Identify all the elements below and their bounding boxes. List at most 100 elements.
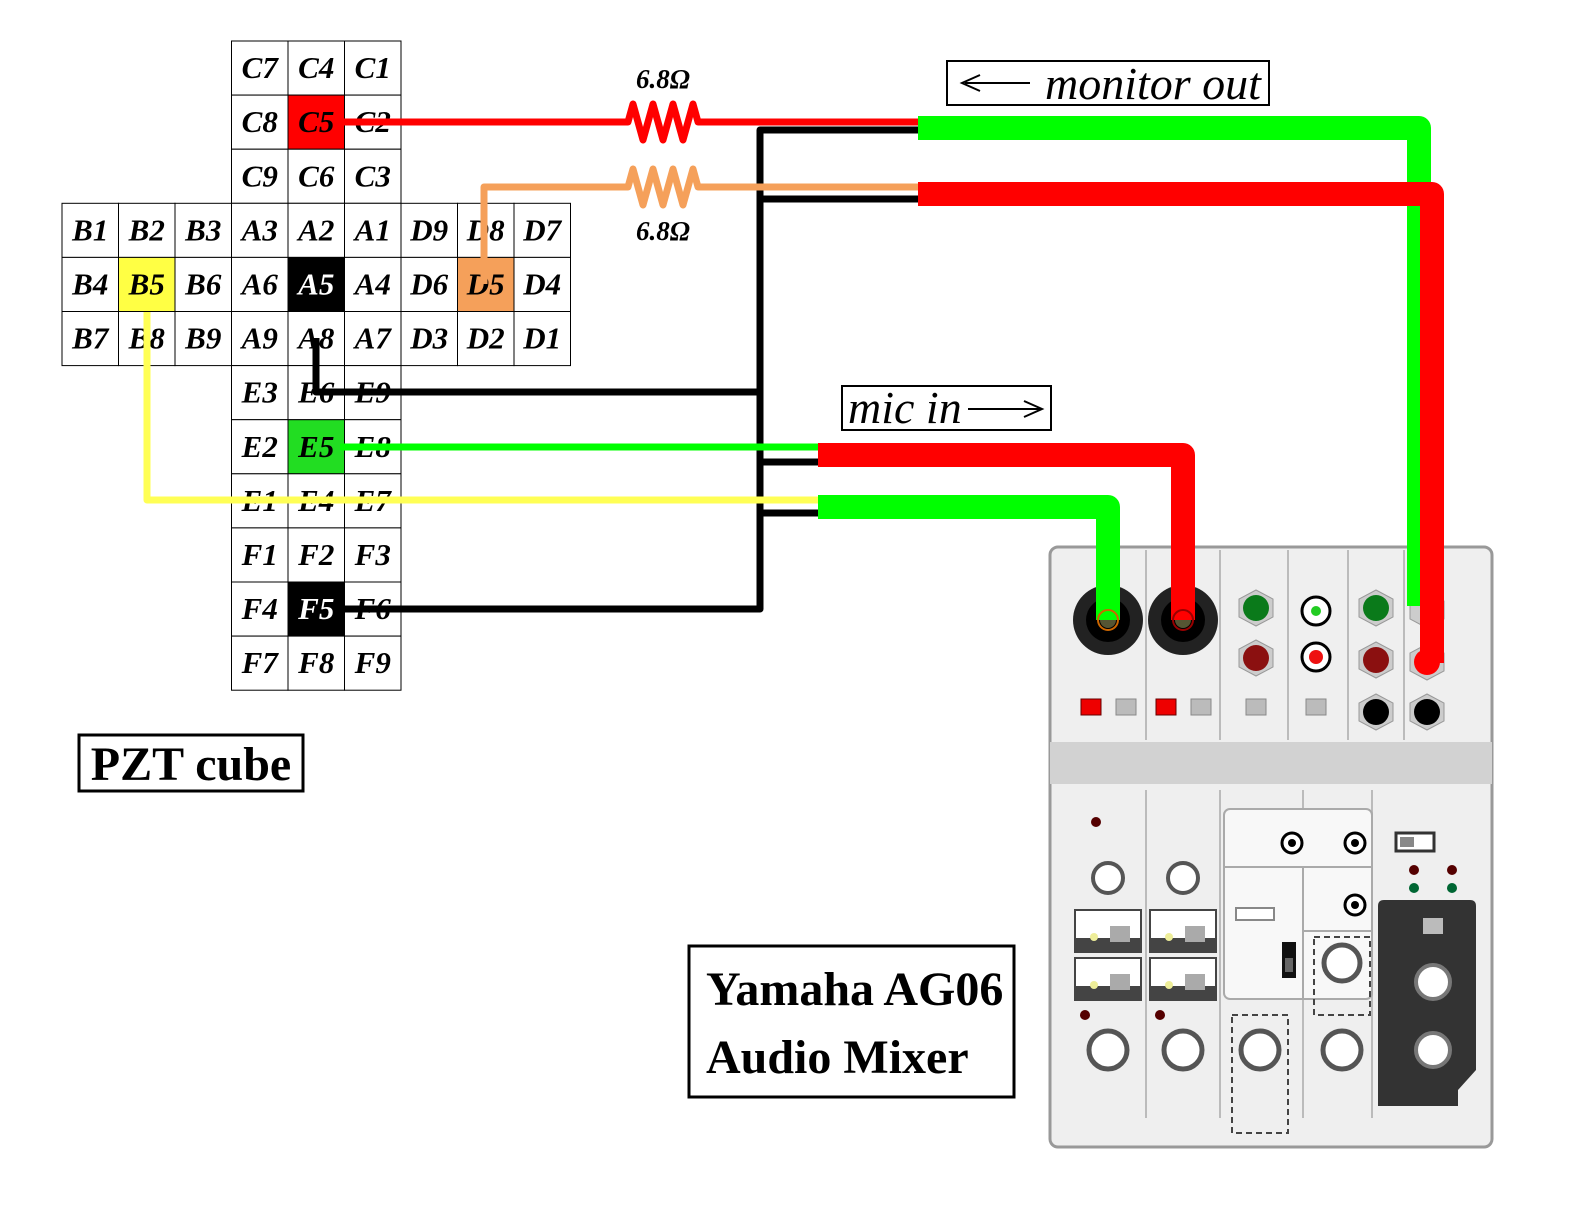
- mini-jack-red-icon: [1300, 641, 1332, 673]
- grid-cell-label: D4: [522, 266, 561, 301]
- switch-3[interactable]: [1245, 698, 1267, 716]
- fx-switch-block-2[interactable]: [1149, 909, 1217, 953]
- grid-cell-label: E3: [241, 375, 278, 410]
- grid-cell-label: F4: [241, 591, 278, 626]
- grid-cell-label: A5: [296, 266, 334, 301]
- grid-cell-label: A4: [353, 266, 391, 301]
- audio-mixer: [1048, 545, 1494, 1149]
- grid-cell-label: A9: [240, 321, 278, 356]
- arrow-left-icon: [959, 74, 981, 92]
- fx-switch-block-1[interactable]: [1074, 909, 1142, 953]
- grid-cell-e3: [231, 365, 289, 421]
- grid-cell-f8: [287, 635, 345, 691]
- grid-cell-label: B1: [71, 212, 108, 247]
- grid-cell-label: A3: [240, 212, 278, 247]
- grid-cell-label: B6: [184, 266, 222, 301]
- grid-cell-label: C4: [298, 50, 334, 85]
- switch-4[interactable]: [1305, 698, 1327, 716]
- mixer-label-line2: Audio Mixer: [706, 1031, 969, 1084]
- grid-cell-label: F5: [297, 591, 334, 626]
- grid-cell-f7: [231, 635, 289, 691]
- grid-cell-c3: [344, 148, 402, 204]
- phones-knob[interactable]: [1414, 963, 1452, 1001]
- grid-cell-label: D3: [409, 321, 448, 356]
- grid-cell-label: B5: [128, 266, 165, 301]
- resistor-top-label: 6.8Ω: [636, 64, 690, 94]
- gain-knob-2[interactable]: [1166, 861, 1200, 895]
- mixer-label: Yamaha AG06 Audio Mixer: [687, 944, 1016, 1099]
- level-knob-1[interactable]: [1086, 1028, 1130, 1072]
- knob-mid-3[interactable]: [1320, 1028, 1364, 1072]
- pzt-cube-label: PZT cube: [77, 733, 305, 793]
- grid-cell-d7: [513, 202, 571, 258]
- monitor-jack-red-icon: [1358, 641, 1394, 679]
- led-1-icon: [1091, 817, 1101, 827]
- grid-cell-f9: [344, 635, 402, 691]
- grid-cell-f1: [231, 527, 289, 583]
- grid-cell-label: C3: [355, 158, 391, 193]
- pad-switch-2[interactable]: [1155, 698, 1177, 716]
- grid-cell-b6: [174, 256, 232, 312]
- grid-cell-label: D7: [522, 212, 562, 247]
- grid-cell-label: F2: [297, 537, 334, 572]
- grid-cell-f2: [287, 527, 345, 583]
- grid-cell-a3: [231, 202, 289, 258]
- led-2-icon: [1080, 1010, 1090, 1020]
- toggle-switch[interactable]: [1282, 942, 1296, 978]
- grid-cell-c6: [287, 148, 345, 204]
- grid-cell-label: E5: [297, 429, 334, 464]
- grid-cell-a1: [344, 202, 402, 258]
- grid-cell-b9: [174, 311, 232, 367]
- pad-switch-1[interactable]: [1080, 698, 1102, 716]
- rca-jack-green-icon: [1238, 589, 1274, 627]
- gain-knob-1[interactable]: [1091, 861, 1125, 895]
- led-3-icon: [1155, 1010, 1165, 1020]
- grid-cell-label: C8: [242, 104, 279, 139]
- grid-cell-f3: [344, 527, 402, 583]
- knob-mid-2[interactable]: [1238, 1028, 1282, 1072]
- mic-in-label: mic in: [848, 382, 962, 433]
- grid-cell-label: B4: [71, 266, 108, 301]
- resistor-bottom-label: 6.8Ω: [636, 216, 690, 246]
- grid-cell-label: A7: [353, 321, 393, 356]
- grid-cell-label: F1: [241, 537, 278, 572]
- grid-cell-b4: [61, 256, 119, 312]
- knob-mid-1[interactable]: [1321, 942, 1363, 984]
- grid-cell-b7: [61, 311, 119, 367]
- grid-cell-label: D1: [522, 321, 561, 356]
- switch-1b[interactable]: [1115, 698, 1137, 716]
- aux-jack-1-icon: [1280, 831, 1304, 855]
- rca-jack-red-icon: [1238, 639, 1274, 677]
- output-panel: [1378, 900, 1476, 1106]
- fx-switch-block-4[interactable]: [1149, 957, 1217, 1001]
- grid-cell-label: C5: [298, 104, 334, 139]
- monitor-jack-green-icon: [1358, 589, 1394, 627]
- grid-cell-label: B3: [184, 212, 221, 247]
- grid-cell-label: E2: [241, 429, 278, 464]
- grid-cell-e2: [231, 419, 289, 475]
- mixer-label-line1: Yamaha AG06: [706, 963, 1003, 1016]
- grid-cell-d3: [400, 311, 458, 367]
- grid-cell-label: F9: [354, 645, 391, 680]
- grid-cell-c1: [344, 40, 402, 96]
- grid-cell-label: C1: [355, 50, 391, 85]
- grid-cell-label: A6: [240, 266, 279, 301]
- grid-cell-label: C9: [242, 158, 278, 193]
- monitor-knob[interactable]: [1414, 1031, 1452, 1069]
- grid-cell-c4: [287, 40, 345, 96]
- level-knob-2[interactable]: [1161, 1028, 1205, 1072]
- grid-cell-label: A1: [353, 212, 391, 247]
- grid-cell-a4: [344, 256, 402, 312]
- pzt-cube-title: PZT cube: [91, 738, 291, 791]
- label-strip: [1235, 907, 1275, 921]
- arrow-right-icon: [1023, 400, 1045, 418]
- grid-cell-label: D2: [466, 321, 505, 356]
- switch-2b[interactable]: [1190, 698, 1212, 716]
- monitor-jack-black-icon: [1358, 693, 1394, 731]
- fx-switch-block-3[interactable]: [1074, 957, 1142, 1001]
- grid-cell-c7: [231, 40, 289, 96]
- grid-cell-label: C7: [242, 50, 280, 85]
- grid-cell-f5: [287, 581, 345, 637]
- grid-cell-e5: [287, 419, 345, 475]
